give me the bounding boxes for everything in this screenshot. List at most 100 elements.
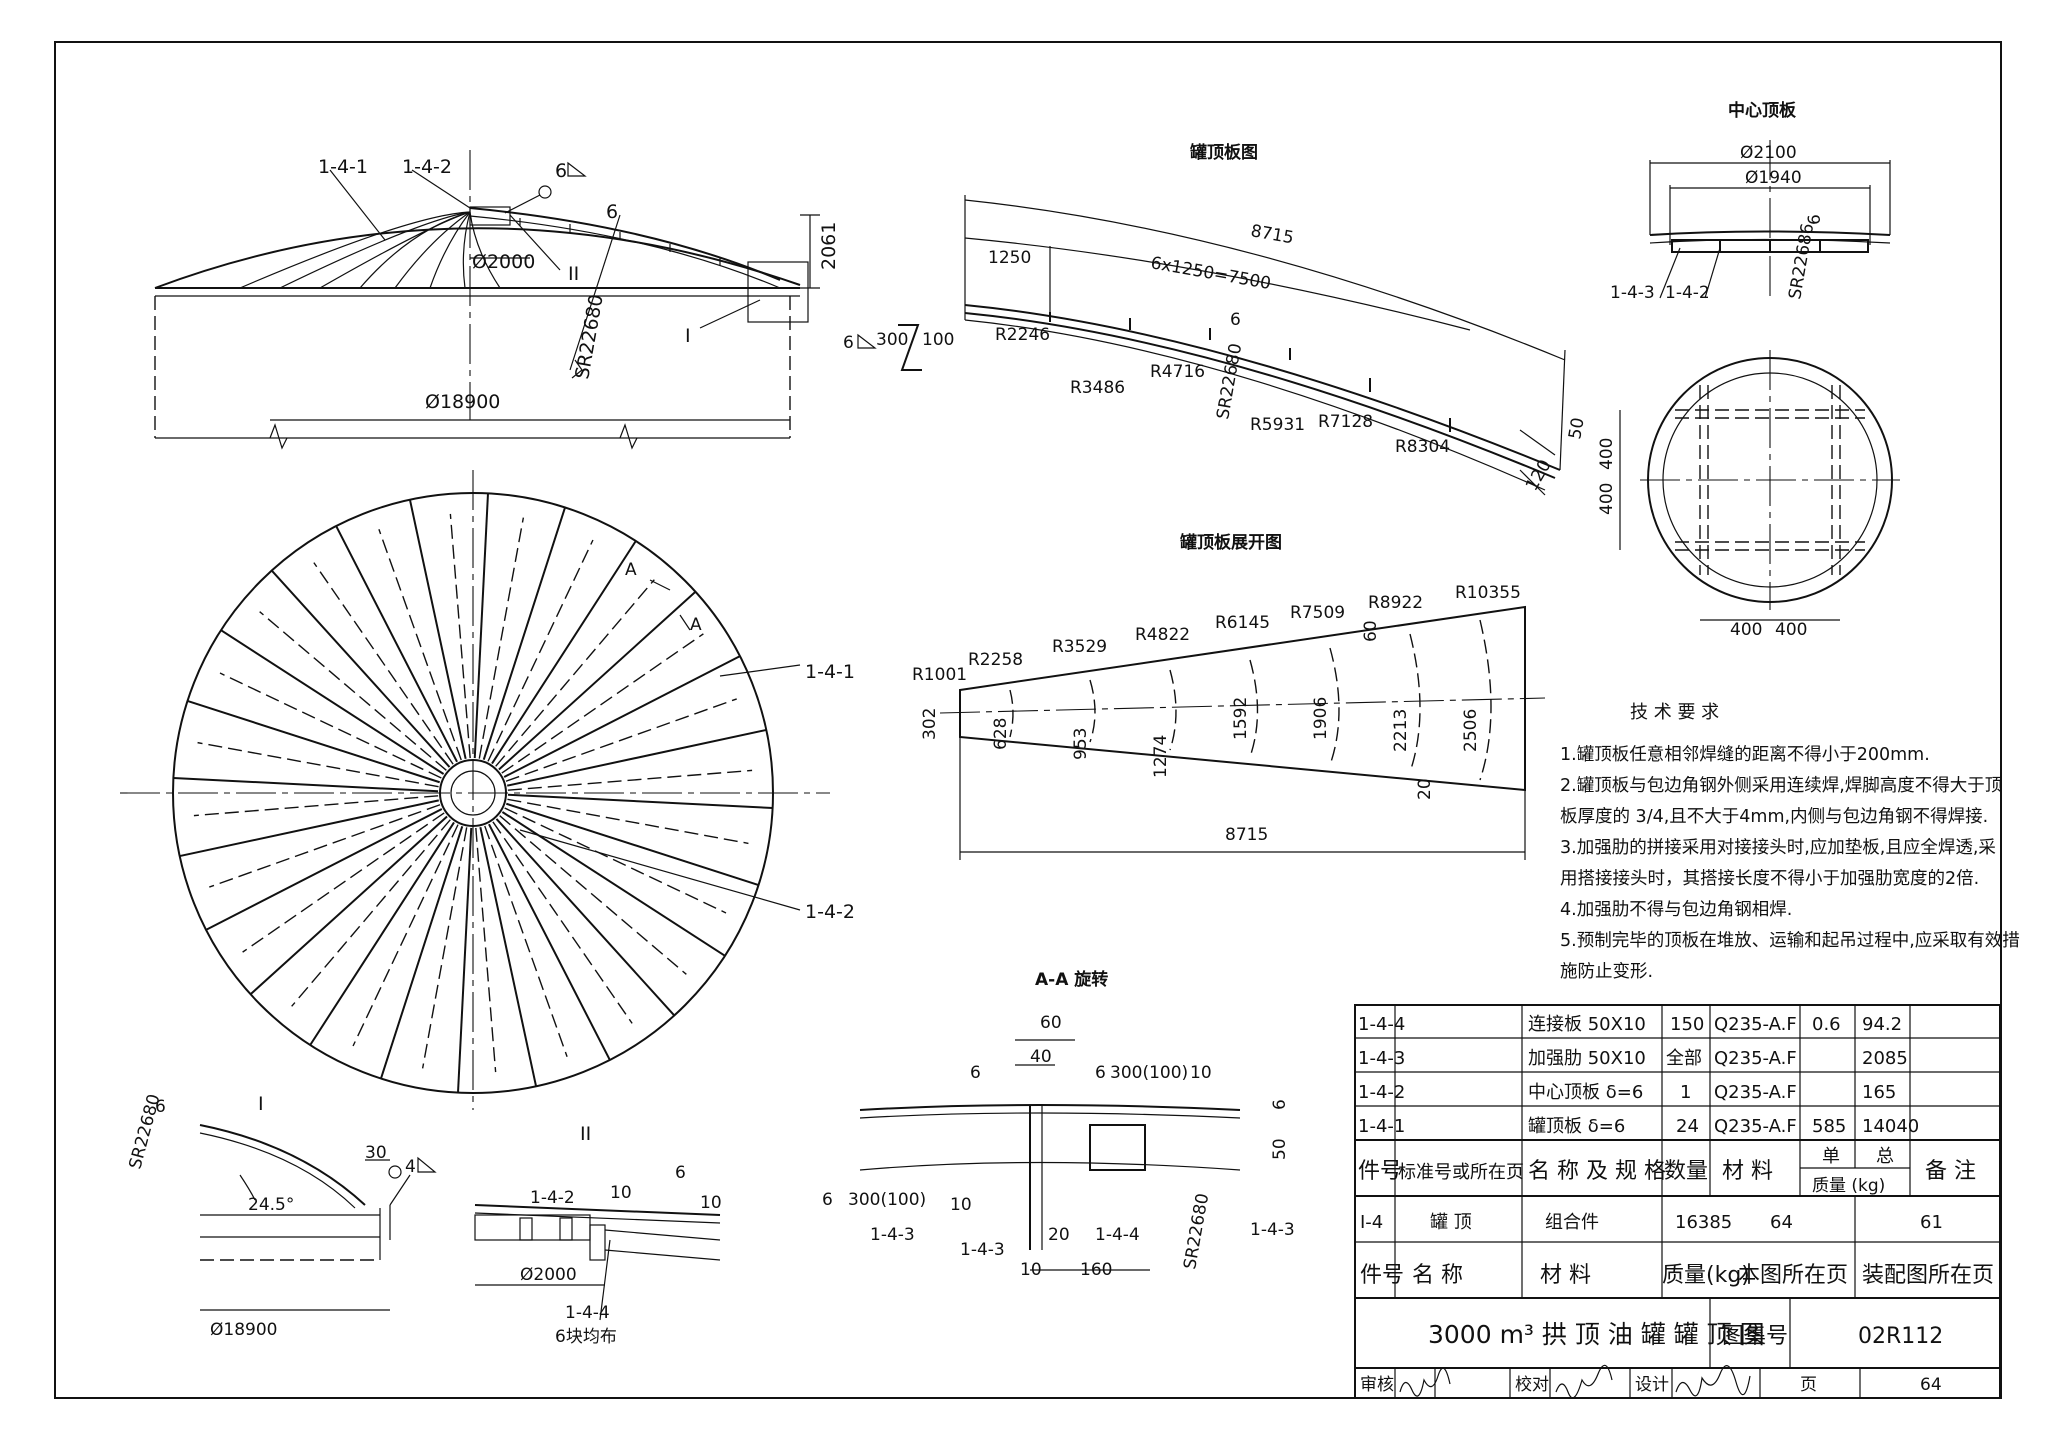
unfold-w3: 1274 [1151, 735, 1171, 778]
detII-1-4-4: 1-4-4 [565, 1303, 610, 1323]
elev-dia-tank: Ø18900 [425, 391, 500, 413]
detI-thk: 6 [155, 1097, 166, 1117]
aa-callout-1: 1-4-3 [870, 1225, 915, 1245]
rp-R8304: R8304 [1395, 437, 1450, 457]
bom-h-qty: 数量 [1664, 1159, 1708, 1184]
tech-title: 技 术 要 求 [1630, 702, 1719, 723]
stiffener-rib [449, 513, 471, 759]
cp-callout-2: 1-4-2 [1665, 283, 1710, 303]
stiffener-rib [219, 672, 442, 779]
plate-seam [498, 590, 697, 771]
tech-line-1: 1.罐顶板任意相邻焊缝的距离不得小于200mm. [1560, 745, 1930, 765]
plate-seam [205, 808, 443, 931]
aa-300-100: 300(100) [1110, 1063, 1188, 1083]
stiffener-rib [484, 825, 568, 1057]
plate-seam [187, 700, 440, 784]
stiffener-rib [492, 821, 633, 1024]
unfold-R1: R2258 [968, 650, 1023, 670]
plan-callout-2: 1-4-2 [805, 901, 855, 923]
elev-dia-center: Ø2000 [472, 251, 535, 273]
asm-name: 罐 顶 [1430, 1212, 1472, 1233]
plate-seam [495, 818, 676, 1017]
detI-30: 30 [365, 1143, 387, 1163]
detII-10b: 10 [700, 1193, 722, 1213]
bom-qty: 1 [1680, 1082, 1691, 1103]
unfold-R4: R6145 [1215, 613, 1270, 633]
rp-weld-300: 300 [876, 330, 908, 350]
stiffener-rib [421, 827, 468, 1069]
cp-400-c: 400 [1597, 438, 1617, 470]
review-label: 审核 [1360, 1375, 1394, 1395]
plate-seam [491, 540, 637, 765]
aa-callout-4: 1-4-3 [1250, 1220, 1295, 1240]
unfold-w6: 2213 [1391, 709, 1411, 752]
aa-60: 60 [1040, 1013, 1062, 1033]
bom-unit: 585 [1812, 1116, 1846, 1137]
aa-6b: 6 [1095, 1063, 1106, 1083]
asm-h-page: 本图所在页 [1738, 1263, 1848, 1288]
bom-unit: 0.6 [1812, 1014, 1841, 1035]
unfold-20: 20 [1415, 778, 1435, 800]
aa-6c: 6 [1270, 1099, 1290, 1110]
bom-name: 中心顶板 δ=6 [1528, 1082, 1643, 1103]
bom-h-name: 名 称 及 规 格 [1528, 1159, 1666, 1184]
aa-weld-300: 300(100) [848, 1190, 926, 1210]
plate-seam [506, 802, 759, 886]
bom-h-total: 总 [1876, 1146, 1894, 1167]
bom-total: 165 [1862, 1082, 1896, 1103]
unfold-w7: 2506 [1461, 709, 1481, 752]
bom-total: 14040 [1862, 1116, 1919, 1137]
bom-no: 1-4-4 [1358, 1014, 1405, 1035]
plate-seam [473, 493, 489, 759]
elev-callout-II: II [568, 263, 579, 285]
bom-qty: 24 [1676, 1116, 1699, 1137]
elevation-view: 1-4-1 1-4-2 6 Ø2000 II I Ø18900 6 2061 S… [154, 150, 840, 450]
plate-seam [380, 826, 464, 1079]
elev-callout-1: 1-4-1 [318, 156, 368, 178]
tech-requirements: 技 术 要 求 1.罐顶板任意相邻焊缝的距离不得小于200mm. 2.罐顶板与包… [1560, 702, 2020, 982]
unfold-8715: 8715 [1225, 825, 1268, 845]
tech-line-4: 3.加强肋的拼接采用对接接头时,应加垫板,且应全焊透,采 [1560, 838, 1996, 858]
stiffener-rib [193, 795, 439, 817]
detII-dia: Ø2000 [520, 1265, 577, 1285]
plate-seam [270, 569, 451, 768]
plate-seam [408, 499, 467, 759]
bom-mat: Q235-A.F [1714, 1116, 1797, 1137]
unfold-w1: 628 [991, 718, 1011, 750]
cp-400-d: 400 [1597, 483, 1617, 515]
bom-h-no: 件号 [1358, 1159, 1402, 1184]
bom-total: 94.2 [1862, 1014, 1902, 1035]
tech-line-2: 2.罐顶板与包边角钢外侧采用连续焊,焊脚高度不得大于顶 [1560, 776, 2002, 796]
stiffener-rib [378, 529, 462, 761]
tech-line-6: 4.加强肋不得与包边角钢相焊. [1560, 900, 1792, 920]
tech-line-3: 板厚度的 3/4,且不大于4mm,内侧与包边角钢不得焊接. [1560, 807, 1988, 827]
unfold-w0: 302 [920, 708, 940, 740]
plate-seam [249, 815, 448, 996]
cp-400-a: 400 [1730, 620, 1762, 640]
cp-callout-1: 1-4-3 [1610, 283, 1655, 303]
aa-callout-3: 1-4-4 [1095, 1225, 1140, 1245]
bom-row: 1-4-2 中心顶板 δ=6 1 Q235-A.F 165 [1358, 1082, 1896, 1103]
bom-row: 1-4-1 罐顶板 δ=6 24 Q235-A.F 585 14040 [1358, 1116, 1919, 1137]
unfold-R3: R4822 [1135, 625, 1190, 645]
bom-no: 1-4-2 [1358, 1082, 1405, 1103]
bom-no: 1-4-3 [1358, 1048, 1405, 1069]
rp-R5931: R5931 [1250, 415, 1305, 435]
signature-check [1555, 1364, 1613, 1399]
detII-1-4-2: 1-4-2 [530, 1188, 575, 1208]
detII-6: 6 [675, 1163, 686, 1183]
stiffener-rib [291, 819, 451, 1007]
stiffener-rib [478, 517, 525, 759]
plate-seam [220, 629, 445, 775]
plate-seam [479, 827, 538, 1087]
rp-dim-7500: 6x1250=7500 [1149, 253, 1272, 294]
detail-II: II 1-4-2 10 6 10 Ø2000 1-4-4 6块均布 [474, 1123, 722, 1347]
asm-no: I-4 [1360, 1212, 1383, 1233]
detail-II-label: II [580, 1123, 591, 1145]
rp-weld-100: 100 [922, 330, 954, 350]
stiffener-rib [507, 769, 753, 791]
stiffener-rib [501, 633, 704, 774]
roof-plate-view: 罐顶板图 8715 6x1250=7500 1250 R2246 R3486 R… [843, 142, 1589, 496]
plate-seam [503, 655, 741, 778]
rp-R2246: R2246 [995, 325, 1050, 345]
